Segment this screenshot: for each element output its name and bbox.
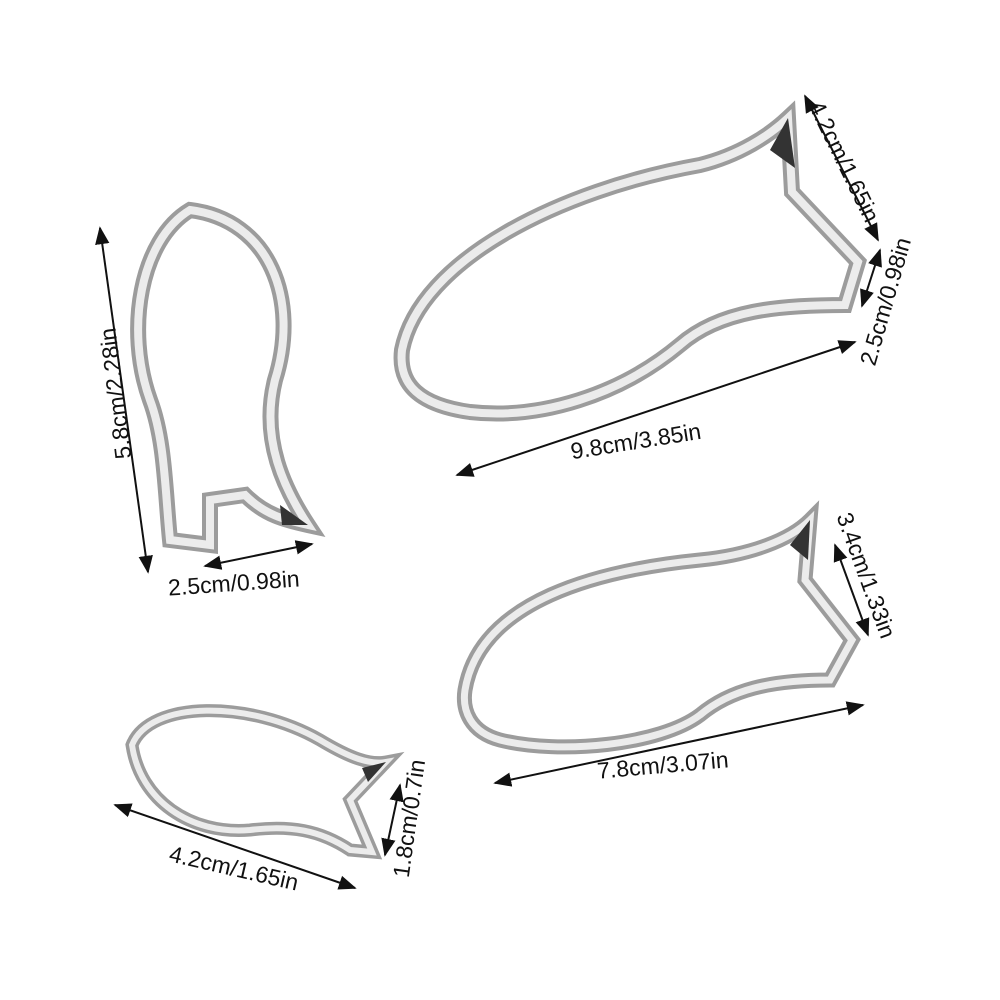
arrow-medium-length xyxy=(493,701,865,787)
small-fish-cutter xyxy=(125,704,405,860)
arrow-small-length xyxy=(113,803,357,890)
arrow-large-tail-height xyxy=(804,94,879,242)
arrow-large-length xyxy=(455,340,857,477)
arrow-large-tail-width xyxy=(860,248,882,308)
arrow-vertical-width xyxy=(203,540,314,570)
arrow-small-tail-height xyxy=(381,783,404,857)
vertical-fish-cutter xyxy=(130,201,326,555)
large-fish-cutter xyxy=(393,100,867,422)
arrow-medium-tail-height xyxy=(833,543,870,637)
medium-fish-cutter xyxy=(456,500,861,755)
arrow-vertical-height xyxy=(95,226,153,574)
